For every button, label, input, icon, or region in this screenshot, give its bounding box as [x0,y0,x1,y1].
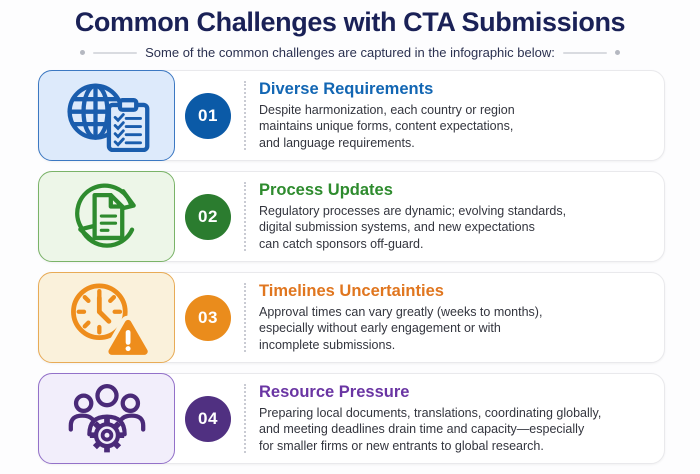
decorative-dot-right [614,50,620,55]
challenge-row-diverse-requirements: 01 Diverse Requirements Despite harmoniz… [38,70,665,161]
globe-checklist-icon [61,79,153,152]
step-number-badge: 01 [185,92,231,139]
decorative-dot-left [80,50,86,55]
challenge-content: Resource Pressure Preparing local docume… [259,374,654,463]
subtitle-row: Some of the common challenges are captur… [0,45,700,60]
page-title: Common Challenges with CTA Submissions [74,7,626,37]
challenge-content: Process Updates Regulatory processes are… [259,172,654,261]
challenge-description: Approval times can vary greatly (weeks t… [259,304,543,352]
challenge-heading: Process Updates [259,180,393,199]
decorative-line-right [562,51,607,54]
document-refresh-icon [61,177,153,257]
challenge-row-resource-pressure: 04 Resource Pressure Preparing local doc… [38,373,665,464]
dotted-divider [244,81,246,150]
clock-warning-icon [61,279,153,356]
challenge-heading: Resource Pressure [259,382,410,401]
challenges-list: 01 Diverse Requirements Despite harmoniz… [38,70,665,464]
challenge-heading: Diverse Requirements [259,79,434,98]
challenge-description: Despite harmonization, each country or r… [259,102,515,150]
step-number-badge: 04 [185,395,231,442]
icon-tile [38,70,175,161]
dotted-divider [244,182,246,251]
step-number-badge: 03 [185,294,231,341]
dotted-divider [244,384,246,453]
challenge-row-process-updates: 02 Process Updates Regulatory processes … [38,171,665,262]
icon-tile [38,373,175,464]
team-gear-icon [61,379,153,459]
challenge-description: Preparing local documents, translations,… [259,405,602,453]
challenge-content: Diverse Requirements Despite harmonizati… [259,71,654,160]
challenge-content: Timelines Uncertainties Approval times c… [259,273,654,362]
step-number-badge: 02 [185,193,231,240]
dotted-divider [244,283,246,352]
challenge-description: Regulatory processes are dynamic; evolvi… [259,203,567,251]
icon-tile [38,272,175,363]
challenge-heading: Timelines Uncertainties [259,281,444,300]
icon-tile [38,171,175,262]
challenge-row-timelines-uncertainties: 03 Timelines Uncertainties Approval time… [38,272,665,363]
page-subtitle: Some of the common challenges are captur… [145,45,555,60]
decorative-line-left [93,51,138,54]
